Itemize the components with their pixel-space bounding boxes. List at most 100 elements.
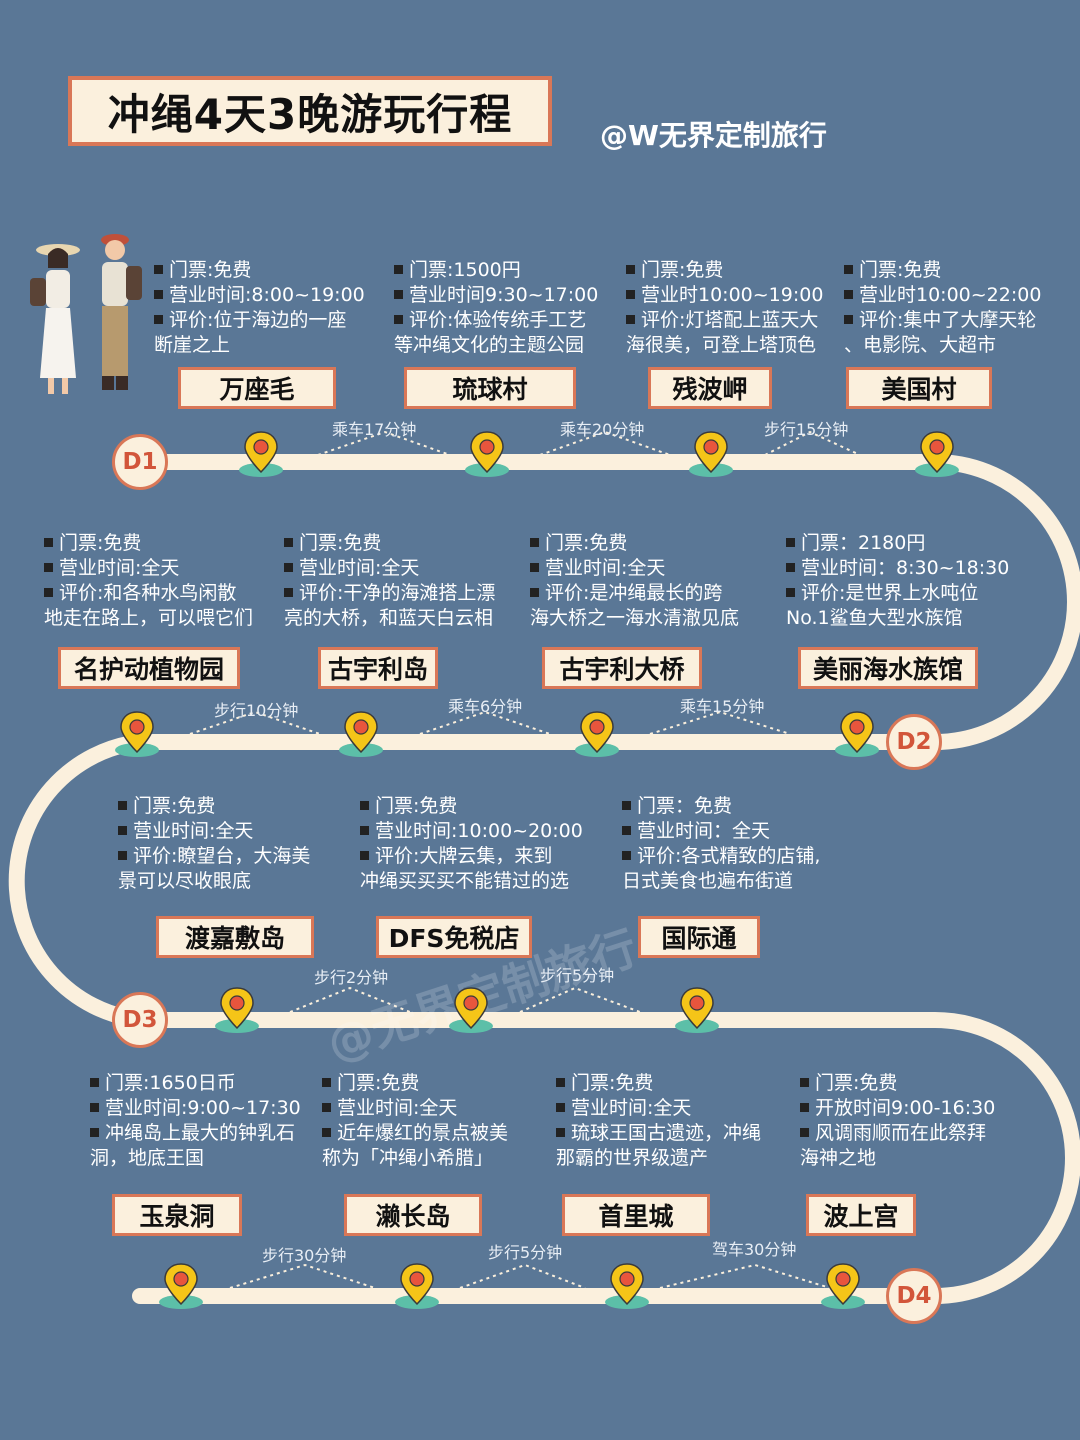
info-text: 门票:免费: [59, 532, 142, 554]
location-pin-icon: [686, 428, 736, 478]
info-line: 评价:是冲绳最长的跨: [530, 581, 739, 606]
spot-info: 门票:免费营业时间:全天评价:和各种水鸟闲散地走在路上，可以喂它们: [44, 531, 253, 631]
info-text: 门票:1500円: [409, 259, 521, 281]
bullet-icon: [394, 265, 403, 274]
info-text: 海大桥之一海水清澈见底: [530, 607, 740, 629]
info-line: 评价:干净的海滩搭上漂: [284, 581, 495, 606]
bullet-icon: [394, 290, 403, 299]
info-line: 风调雨顺而在此祭拜: [800, 1121, 995, 1146]
info-text: 营业时间:10:00~20:00: [375, 820, 583, 842]
location-pin-icon: [832, 708, 882, 758]
bullet-icon: [394, 315, 403, 324]
location-pin-icon: [602, 1260, 652, 1310]
info-text: 营业时间:8:00~19:00: [169, 284, 365, 306]
info-text: 门票:免费: [133, 795, 216, 817]
location-pin-icon: [392, 1260, 442, 1310]
bullet-icon: [626, 290, 635, 299]
bullet-icon: [844, 290, 853, 299]
info-line: 评价:和各种水鸟闲散: [44, 581, 253, 606]
transport-note: 乘车6分钟: [448, 697, 523, 716]
info-text: 门票:免费: [375, 795, 458, 817]
info-line: 门票:免费: [844, 258, 1041, 283]
info-line: 评价:是世界上水吨位: [786, 581, 1009, 606]
transport-note: 步行15分钟: [764, 420, 849, 439]
info-line: 门票:免费: [556, 1071, 761, 1096]
transport-note: 乘车15分钟: [680, 697, 765, 716]
info-line: 营业时间：全天: [622, 819, 820, 844]
location-pin-icon: [462, 428, 512, 478]
bullet-icon: [360, 851, 369, 860]
day-marker-d3: D3: [112, 992, 168, 1048]
transport-note: 乘车17分钟: [332, 420, 417, 439]
bullet-icon: [626, 315, 635, 324]
info-text: 日式美食也遍布街道: [622, 870, 794, 892]
spot-name-label: 万座毛: [178, 367, 336, 409]
info-text: 营业时间:9:00~17:30: [105, 1097, 301, 1119]
info-text: 评价:是世界上水吨位: [801, 582, 979, 604]
spot-name-label: 古宇利岛: [318, 647, 438, 689]
info-text: 海很美，可登上塔顶色: [626, 334, 817, 356]
spot-name-label: 波上宫: [806, 1194, 916, 1236]
location-pin-icon: [446, 984, 496, 1034]
bullet-icon: [44, 563, 53, 572]
info-line: 门票:免费: [284, 531, 495, 556]
info-text: 营业时10:00~19:00: [641, 284, 824, 306]
info-text: 营业时间:全天: [545, 557, 666, 579]
bullet-icon: [530, 588, 539, 597]
info-text: 营业时间:全天: [299, 557, 420, 579]
bullet-icon: [800, 1078, 809, 1087]
transport-note: 步行5分钟: [488, 1243, 563, 1262]
info-text: 地走在路上，可以喂它们: [44, 607, 254, 629]
bullet-icon: [284, 538, 293, 547]
info-line: 门票:1500円: [394, 258, 598, 283]
info-text: 评价:灯塔配上蓝天大: [641, 309, 819, 331]
info-line: 琉球王国古遗迹，冲绳: [556, 1121, 761, 1146]
info-text: 评价:集中了大摩天轮: [859, 309, 1037, 331]
location-pin-icon: [212, 984, 262, 1034]
info-text: 门票:免费: [815, 1072, 898, 1094]
bullet-icon: [786, 563, 795, 572]
info-line: 评价:集中了大摩天轮: [844, 308, 1041, 333]
spot-name-label: 古宇利大桥: [542, 647, 702, 689]
info-line: 门票:免费: [626, 258, 823, 283]
info-text: 评价:大牌云集，来到: [375, 845, 553, 867]
transport-note: 乘车20分钟: [560, 420, 645, 439]
day-marker-d2: D2: [886, 714, 942, 770]
info-line: 门票：免费: [622, 794, 820, 819]
info-text: 评价:干净的海滩搭上漂: [299, 582, 496, 604]
info-text: 断崖之上: [154, 334, 231, 356]
info-line: 营业时间:8:00~19:00: [154, 283, 365, 308]
location-pin-icon: [672, 984, 722, 1034]
bullet-icon: [90, 1128, 99, 1137]
info-text: 评价:瞭望台，大海美: [133, 845, 311, 867]
info-text: 门票:免费: [571, 1072, 654, 1094]
location-pin-icon: [912, 428, 962, 478]
bullet-icon: [154, 315, 163, 324]
info-text: 亮的大桥，和蓝天白云相: [284, 607, 494, 629]
info-text: 门票：2180円: [801, 532, 926, 554]
info-text: 开放时间9:00-16:30: [815, 1097, 996, 1119]
info-line: 营业时间:10:00~20:00: [360, 819, 583, 844]
spot-info: 门票：免费营业时间：全天评价:各式精致的店铺, 日式美食也遍布街道: [622, 794, 820, 894]
spot-name-label: 国际通: [638, 916, 760, 958]
info-text: 琉球王国古遗迹，冲绳: [571, 1122, 762, 1144]
day-marker-d1: D1: [112, 434, 168, 490]
bullet-icon: [284, 563, 293, 572]
info-text: 营业时间:全天: [337, 1097, 458, 1119]
spot-name-label: 美国村: [846, 367, 992, 409]
info-line: 门票:免费: [154, 258, 365, 283]
info-text: 评价:各式精致的店铺,: [637, 845, 821, 867]
bullet-icon: [786, 588, 795, 597]
bullet-icon: [622, 851, 631, 860]
bullet-icon: [44, 538, 53, 547]
spot-name-label: 残波岬: [648, 367, 772, 409]
bullet-icon: [118, 851, 127, 860]
info-text: 营业时间：全天: [637, 820, 771, 842]
bullet-icon: [360, 801, 369, 810]
location-pin-icon: [336, 708, 386, 758]
